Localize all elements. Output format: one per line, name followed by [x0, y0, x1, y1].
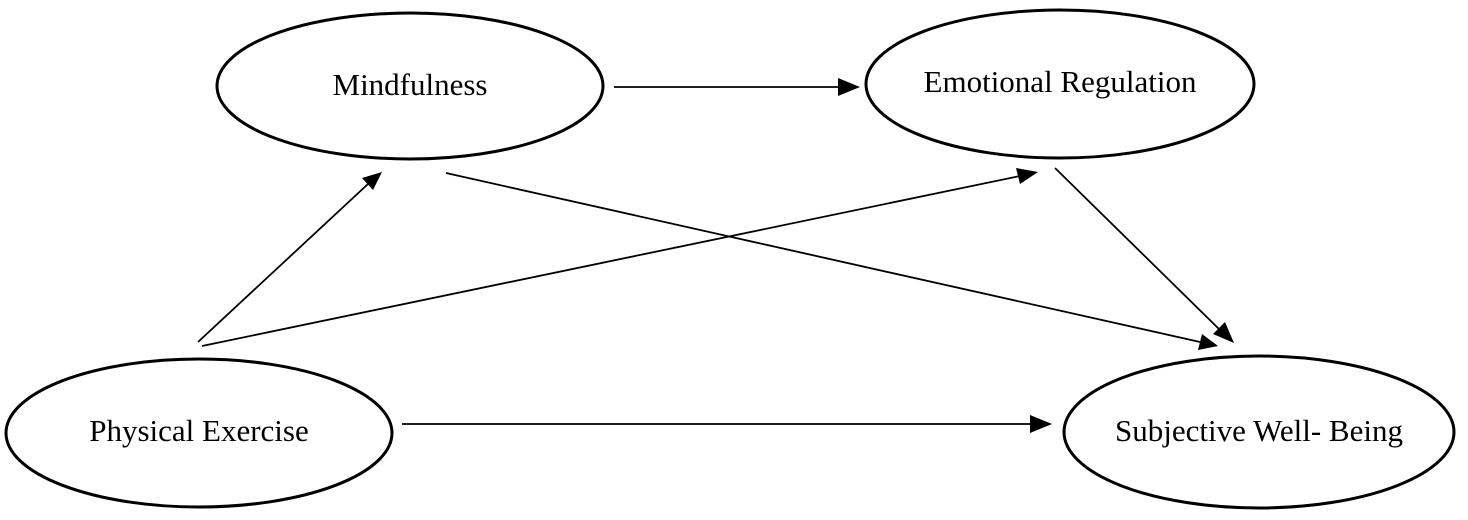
- node-label-mindfulness: Mindfulness: [333, 67, 488, 102]
- node-ellipse: [864, 8, 1256, 160]
- edge-emotional-regulation-to-subjective-well-being: [1054, 167, 1234, 343]
- arrow-head: [1213, 322, 1234, 343]
- edge-line: [445, 172, 1201, 343]
- edge-line: [197, 183, 369, 343]
- node-mindfulness: Mindfulness: [215, 11, 605, 161]
- node-subjective-well-being: Subjective Well- Being: [1062, 354, 1456, 510]
- edge-line: [201, 175, 1021, 347]
- edge-line: [1054, 167, 1221, 331]
- edge-mindfulness-to-subjective-well-being: [445, 172, 1218, 350]
- edge-physical-exercise-to-subjective-well-being: [402, 415, 1052, 433]
- node-ellipse: [4, 357, 394, 509]
- node-label-subjective-well-being: Subjective Well- Being: [1115, 413, 1403, 448]
- arrow-head: [1030, 415, 1052, 433]
- node-label-physical-exercise: Physical Exercise: [89, 413, 309, 448]
- node-emotional-regulation: Emotional Regulation: [864, 8, 1256, 160]
- arrow-head: [362, 172, 382, 190]
- arrow-head: [1198, 334, 1218, 350]
- arrow-head: [838, 78, 860, 96]
- edge-physical-exercise-to-emotional-regulation: [201, 168, 1038, 347]
- edge-physical-exercise-to-mindfulness: [197, 172, 382, 343]
- edge-mindfulness-to-emotional-regulation: [614, 78, 860, 96]
- edges-layer: [197, 78, 1234, 433]
- node-ellipse: [215, 11, 605, 161]
- arrow-head: [1016, 168, 1038, 184]
- node-label-emotional-regulation: Emotional Regulation: [924, 64, 1197, 99]
- node-ellipse: [1062, 354, 1456, 510]
- node-physical-exercise: Physical Exercise: [4, 357, 394, 509]
